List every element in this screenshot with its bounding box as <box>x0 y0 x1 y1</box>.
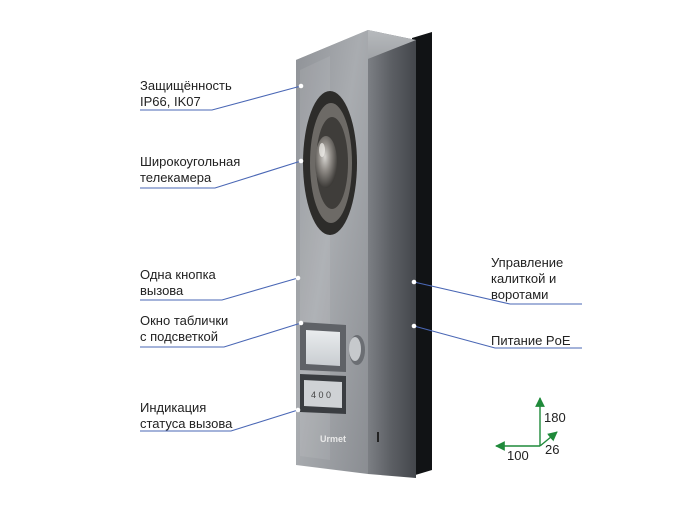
leader-lines <box>140 85 582 432</box>
label-poe: Питание PoE <box>491 333 571 348</box>
nameplate-window <box>300 322 346 372</box>
intercom-device: 4 0 0 Urmet <box>296 30 432 478</box>
leader-one-button <box>140 277 299 301</box>
label-camera: Широкоугольная телекамера <box>140 154 241 185</box>
dimension-axes <box>495 397 558 451</box>
dimension-depth: 26 <box>545 442 560 457</box>
brand-mark: Urmet <box>320 434 346 444</box>
depth-arrow <box>539 431 558 447</box>
side-slot <box>377 432 379 442</box>
label-one-button: Одна кнопка вызова <box>140 267 216 298</box>
leader-protection <box>140 85 302 111</box>
label-gate-control: Управление калиткой и воротами <box>491 255 564 302</box>
leader-status <box>140 409 299 432</box>
leader-poe <box>413 325 582 349</box>
label-status: Индикация статуса вызова <box>140 400 233 431</box>
back-plate <box>412 32 432 476</box>
leader-nameplate <box>140 322 302 348</box>
leader-gate-control <box>413 281 582 305</box>
device-side-face <box>368 30 416 478</box>
status-indicator-panel: 4 0 0 <box>300 374 346 414</box>
call-button <box>349 335 365 365</box>
camera-lens <box>315 136 337 188</box>
label-nameplate: Окно таблички с подсветкой <box>140 313 229 344</box>
leader-camera <box>140 160 302 189</box>
label-protection: Защищённость IP66, IK07 <box>140 78 232 109</box>
camera-module <box>303 91 357 235</box>
leader-endpoints <box>295 83 417 413</box>
dimension-height: 180 <box>544 410 566 425</box>
status-display-text: 4 0 0 <box>311 390 331 400</box>
dimension-width: 100 <box>507 448 529 463</box>
